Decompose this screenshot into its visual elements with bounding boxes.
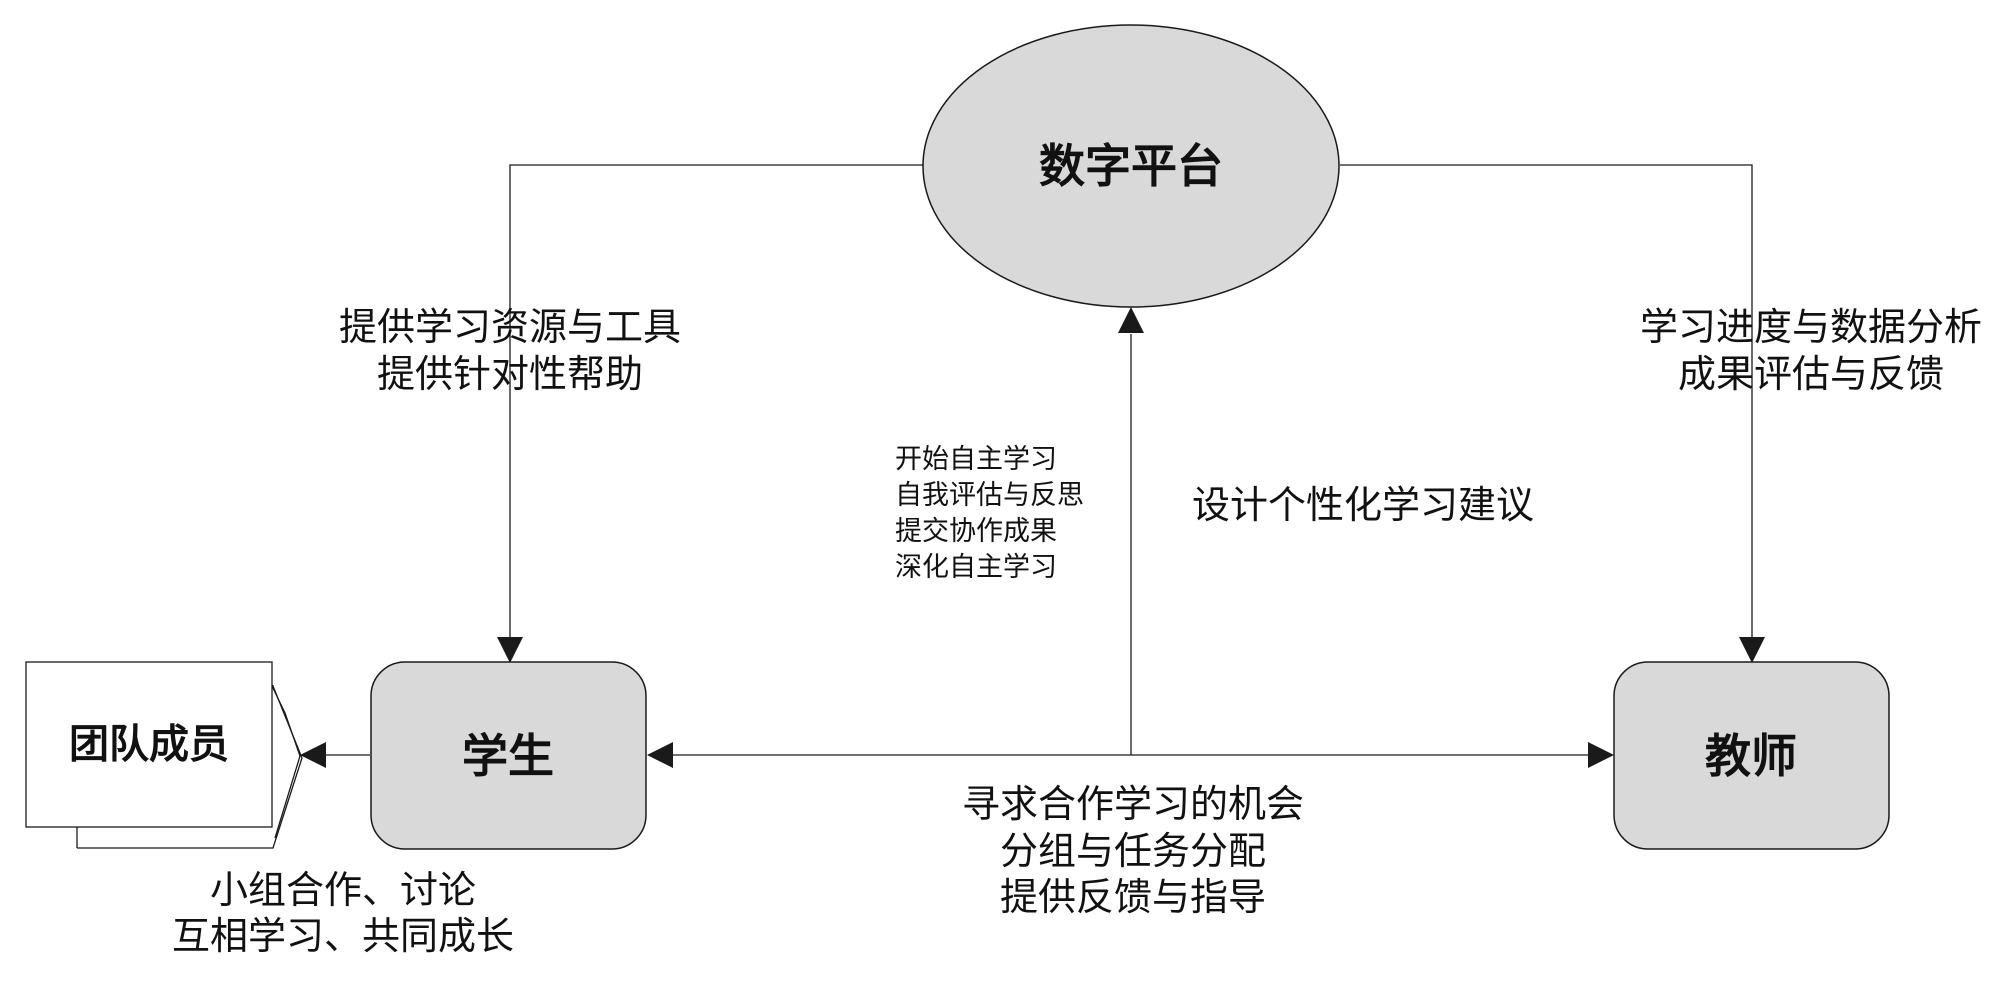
label-student-to-team-2: 互相学习、共同成长	[172, 914, 514, 958]
label-student-to-platform-3: 提交协作成果	[895, 516, 1057, 547]
label-student-teacher-3: 提供反馈与指导	[1000, 875, 1266, 919]
arrow-platform-to-teacher	[1340, 164, 1753, 640]
label-teacher-to-platform: 设计个性化学习建议	[1192, 483, 1534, 527]
arrowhead-left-student	[647, 742, 673, 768]
arrow-platform-to-student	[509, 164, 924, 640]
student-label: 学生	[462, 729, 554, 783]
team-node-front-page	[25, 661, 273, 828]
arrowhead-down-student	[497, 637, 523, 663]
connectors	[324, 164, 1753, 756]
teacher-node	[1613, 661, 1890, 850]
label-student-to-platform-4: 深化自主学习	[895, 552, 1057, 583]
team-node-back-page	[77, 685, 303, 849]
label-platform-to-student-2: 提供针对性帮助	[377, 352, 643, 396]
platform-node	[922, 24, 1340, 308]
label-platform-to-teacher-2: 成果评估与反馈	[1678, 352, 1944, 396]
student-node	[370, 661, 647, 850]
label-platform-to-student-1: 提供学习资源与工具	[339, 305, 681, 349]
label-student-teacher-1: 寻求合作学习的机会	[962, 782, 1304, 826]
teacher-label: 教师	[1705, 729, 1797, 783]
team-node: 团队成员	[25, 661, 303, 849]
arrowheads	[300, 307, 1765, 768]
team-label: 团队成员	[69, 721, 229, 768]
arrowhead-right-teacher	[1588, 742, 1614, 768]
arrowhead-up-platform	[1118, 307, 1144, 333]
label-student-to-platform-2: 自我评估与反思	[895, 480, 1084, 511]
arrowhead-down-teacher	[1739, 637, 1765, 663]
platform-label: 数字平台	[1039, 139, 1223, 193]
team-node-middle-page	[271, 685, 301, 839]
arrowhead-left-team	[300, 742, 326, 768]
label-platform-to-teacher-1: 学习进度与数据分析	[1640, 305, 1982, 349]
label-student-to-platform-1: 开始自主学习	[895, 444, 1057, 475]
label-student-teacher-2: 分组与任务分配	[1000, 829, 1266, 873]
label-student-to-team-1: 小组合作、讨论	[210, 868, 476, 912]
